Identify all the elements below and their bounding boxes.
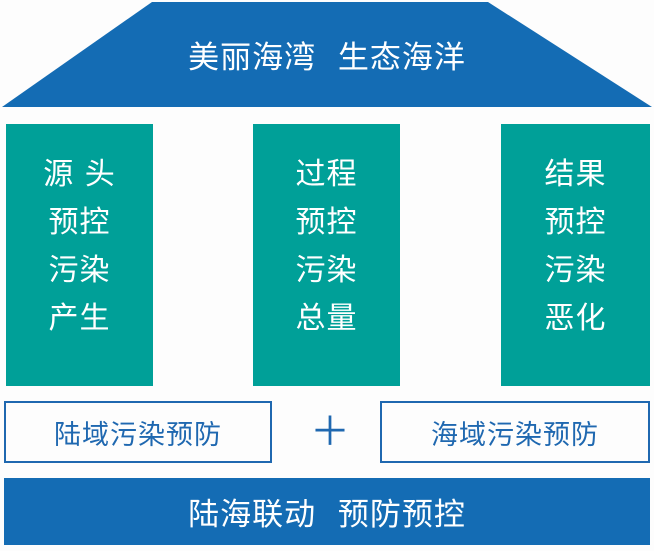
- plus-icon: ＋: [310, 409, 350, 455]
- pillar-process-line-2: 预控: [295, 205, 358, 240]
- roof-shape: [2, 2, 652, 107]
- pillar-source-line-2: 预控: [48, 205, 111, 240]
- roof-title: 美丽海湾 生态海洋: [188, 40, 466, 76]
- pillar-process-line-3: 污染: [295, 253, 358, 288]
- pillar-result-control: 结果 预控 污染 恶化: [501, 124, 650, 386]
- pillar-result-line-3: 污染: [544, 253, 607, 288]
- pillar-source-line-4: 产生: [48, 301, 111, 336]
- pillar-process-control: 过程 预控 污染 总量: [253, 124, 400, 386]
- roof-trapezoid: 美丽海湾 生态海洋: [0, 0, 654, 109]
- pillar-source-line-1: 源 头: [43, 157, 116, 192]
- pillar-source-line-3: 污染: [48, 253, 111, 288]
- pillar-result-line-4: 恶化: [544, 301, 607, 336]
- pillar-process-line-1: 过程: [295, 157, 358, 192]
- pillar-process-line-4: 总量: [295, 301, 358, 336]
- sea-pollution-prevention-box: 海域污染预防: [380, 401, 650, 463]
- land-pollution-prevention-box: 陆域污染预防: [4, 401, 272, 463]
- pillar-source-control: 源 头 预控 污染 产生: [6, 124, 153, 386]
- base-bar: 陆海联动 预防预控: [4, 478, 650, 545]
- pillar-result-line-2: 预控: [544, 205, 607, 240]
- pillar-result-line-1: 结果: [544, 157, 607, 192]
